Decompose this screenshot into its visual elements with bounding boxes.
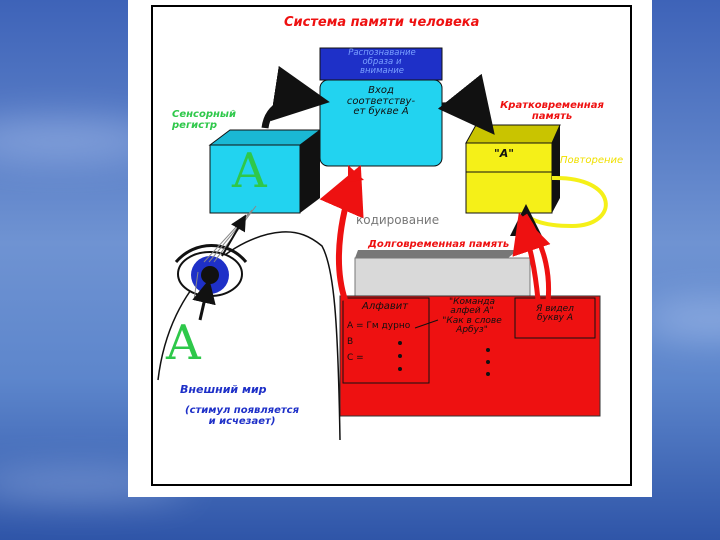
- alphabet-line: В: [347, 337, 354, 347]
- attention-block: [319, 47, 443, 167]
- short-term-content: "А": [494, 147, 514, 160]
- encoding-arrow-ltm-to-attention: [319, 165, 364, 301]
- alphabet-line: С =: [347, 353, 364, 363]
- retrieval-arrow-ltm-to-stm: [512, 212, 551, 301]
- arrow-world-to-eye: [192, 279, 216, 321]
- long-term-memory-box: [339, 250, 601, 417]
- eye-icon: [174, 244, 248, 297]
- alphabet-title: Алфавит: [362, 301, 409, 312]
- encoding-label: кодирование: [356, 213, 440, 227]
- saw-letter-text: Я видел букву А: [536, 304, 574, 324]
- diagram-title: Система памяти человека: [284, 15, 480, 30]
- command-text: "Команда алфей А" "Как в слове Арбуз": [442, 297, 502, 336]
- stimulus-note: (стимул появляется и исчезает): [185, 405, 299, 427]
- alphabet-line: А = Гм дурно: [347, 321, 411, 331]
- sensory-register-cube: [208, 129, 322, 214]
- short-term-memory-cube: [465, 124, 561, 214]
- arrow-eye-to-register: [221, 214, 247, 257]
- arrow-sensory-to-attention: [261, 65, 330, 129]
- short-term-memory-label: Кратковременная память: [500, 100, 604, 122]
- arrow-attention-to-stm: [437, 73, 495, 135]
- ellipsis-dots: [398, 341, 490, 376]
- entry-label: Вход соответству- ет букве А: [346, 85, 416, 117]
- long-term-memory-label: Долговременная память: [368, 239, 510, 250]
- arrow-tip-encoding: [348, 165, 364, 182]
- diagram-frame: [151, 5, 632, 486]
- world-letter: A: [166, 315, 201, 371]
- external-world-label: Внешний мир: [180, 383, 267, 396]
- sensory-register-label: Сенсорный регистр: [172, 109, 236, 131]
- rehearsal-label: Повторение: [560, 155, 624, 166]
- sensory-letter: A: [232, 143, 267, 199]
- attention-label: Распознавание образа и внимание: [348, 48, 416, 76]
